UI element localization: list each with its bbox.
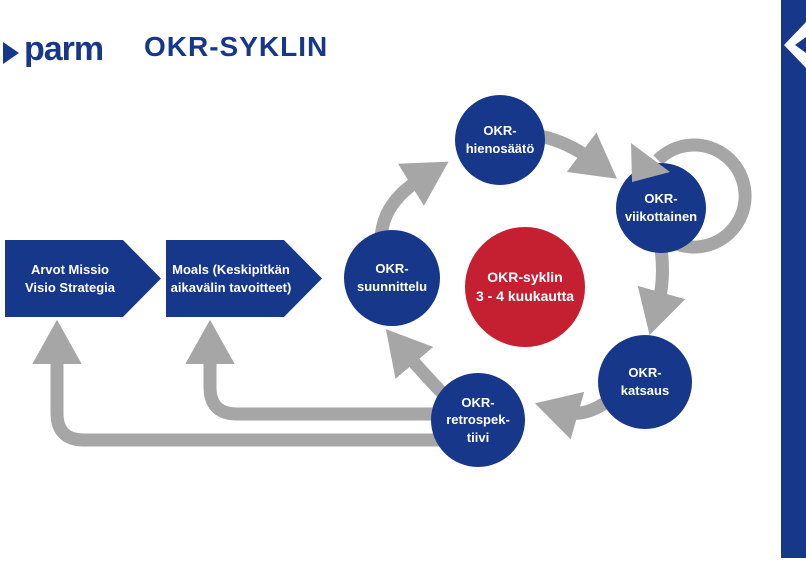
circle-label-line: retrospek- — [446, 412, 510, 428]
circle-label-line: hienosäätö — [465, 141, 535, 156]
flow-box-arvot: Arvot Missio Visio Strategia — [5, 240, 161, 317]
page-title: OKR-SYKLIN — [144, 31, 329, 62]
circle-label-line: OKR-syklin — [487, 269, 563, 286]
circle-label-line: katsaus — [620, 383, 670, 398]
circle-label-line: viikottainen — [624, 209, 698, 224]
flow-box-label-line: Arvot Missio — [30, 261, 109, 277]
circle-label-line: 3 - 4 kuukautta — [475, 288, 575, 304]
logo-text: parm — [24, 30, 104, 68]
flow-box-label-line: Visio Strategia — [24, 279, 116, 295]
arrow-hienosaato-to-viikottainen — [538, 129, 617, 179]
flow-box-moals: Moals (Keskipitkän aikavälin tavoitteet) — [166, 240, 322, 317]
circle-label-line: tiivi — [466, 429, 490, 445]
circle-label-line: OKR- — [375, 261, 409, 277]
side-nav-bar — [781, 0, 806, 558]
circle-label-line: OKR- — [483, 123, 517, 139]
cycle-step-hienosaato: OKR- hienosäätö — [455, 95, 545, 185]
cycle-step-suunnittelu: OKR- suunnittelu — [344, 230, 440, 326]
logo: parm — [3, 30, 104, 69]
circle-label-line: OKR- — [461, 394, 495, 410]
circle-label-line: OKR- — [628, 365, 662, 381]
arrow-return-to-arvot — [32, 319, 470, 447]
arrow-return-to-moals — [185, 319, 470, 421]
cycle-center-circle: OKR-syklin 3 - 4 kuukautta — [465, 227, 585, 347]
cycle-step-viikottainen: OKR- viikottainen — [616, 163, 706, 253]
cycle-step-katsaus: OKR- katsaus — [598, 335, 692, 429]
flow-box-label-line: Moals (Keskipitkän — [172, 261, 290, 277]
circle-label-line: OKR- — [644, 191, 678, 207]
play-triangle-icon — [3, 41, 19, 64]
cycle-step-retrospektiivi: OKR- retrospek- tiivi — [431, 373, 525, 467]
chevron-left-icon[interactable] — [781, 0, 806, 90]
circle-label-line: suunnittelu — [356, 279, 428, 294]
flow-box-label-line: aikavälin tavoitteet) — [170, 279, 292, 295]
arrow-viikottainen-to-katsaus — [637, 247, 686, 336]
